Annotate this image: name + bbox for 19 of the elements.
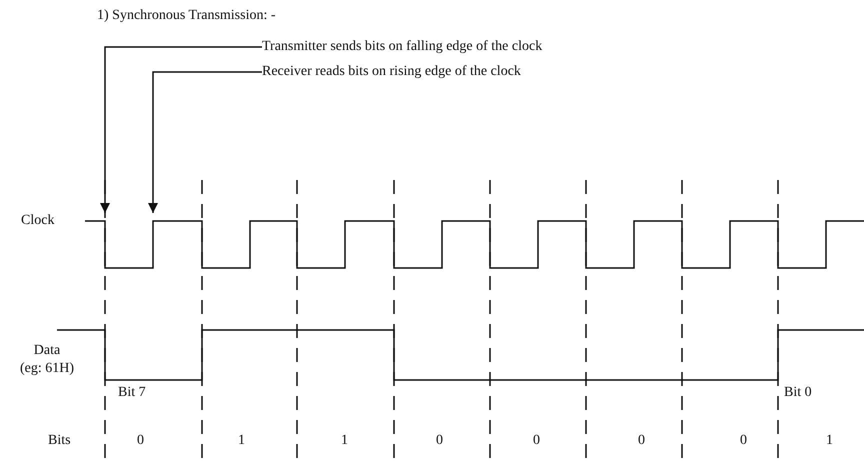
bit-label: Bit 7 xyxy=(118,385,146,401)
bit-value: 1 xyxy=(341,433,348,449)
bit-value: 0 xyxy=(533,433,540,449)
bit-value: 1 xyxy=(238,433,245,449)
row-label: Bits xyxy=(48,433,71,449)
bit-label: Bit 0 xyxy=(784,385,812,401)
signal-label: Data (eg: 61H) xyxy=(18,342,76,378)
bit-value: 1 xyxy=(826,433,833,449)
leader-line xyxy=(100,46,262,213)
leader-line xyxy=(148,71,262,213)
signal-label: Clock xyxy=(21,213,54,229)
bit-value: 0 xyxy=(740,433,747,449)
annotation-text: Receiver reads bits on rising edge of the clock xyxy=(262,64,521,80)
annotation-text: Transmitter sends bits on falling edge of the clock xyxy=(262,39,542,55)
bit-value: 0 xyxy=(137,433,144,449)
title: 1) Synchronous Transmission: - xyxy=(97,8,276,24)
clock-waveform xyxy=(85,220,864,269)
bit-value: 0 xyxy=(638,433,645,449)
bit-value: 0 xyxy=(436,433,443,449)
